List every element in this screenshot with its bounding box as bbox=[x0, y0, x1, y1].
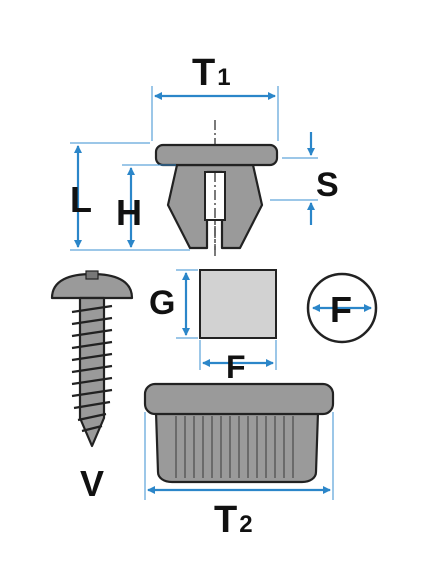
t1-dimension: T1 bbox=[151, 52, 279, 141]
h-label: H bbox=[116, 192, 142, 233]
l-label: L bbox=[70, 179, 92, 220]
f-dimension: F bbox=[199, 340, 277, 385]
l-dimension: L bbox=[70, 142, 190, 251]
v-label: V bbox=[80, 463, 104, 504]
f-bottom-label: F bbox=[226, 349, 246, 385]
f-circle-label: F bbox=[330, 289, 352, 330]
t1-label: T1 bbox=[192, 52, 231, 94]
square-hole-part bbox=[199, 269, 277, 339]
push-clip-part bbox=[154, 120, 279, 258]
h-dimension: H bbox=[116, 164, 176, 248]
s-label: S bbox=[316, 166, 339, 204]
g-label: G bbox=[149, 284, 175, 322]
s-dimension: S bbox=[270, 132, 339, 225]
f-circle-symbol: F bbox=[306, 272, 378, 344]
g-dimension: G bbox=[149, 269, 198, 339]
t2-label: T2 bbox=[214, 499, 253, 541]
t2-dimension: T2 bbox=[144, 412, 334, 541]
cap-part bbox=[143, 382, 335, 484]
screw-part bbox=[50, 270, 134, 448]
